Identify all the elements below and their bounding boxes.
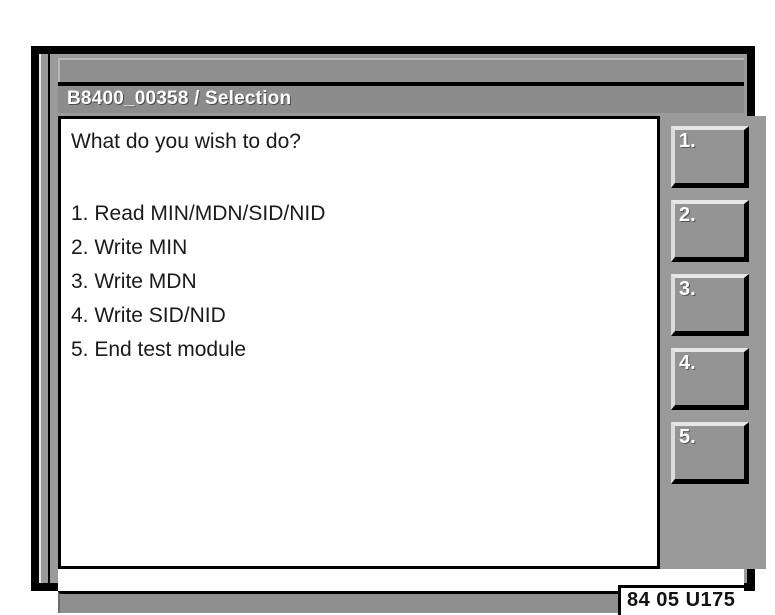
content-inner: What do you wish to do? 1. Read MIN/MDN/…	[61, 119, 657, 566]
menu-item-read-min-mdn-sid-nid[interactable]: 1. Read MIN/MDN/SID/NID	[71, 202, 326, 225]
frame-inner-bezel: B8400_00358 / Selection What do you wish…	[39, 54, 766, 615]
menu-item-end-test-module[interactable]: 5. End test module	[71, 338, 247, 361]
menu-item-write-sid-nid[interactable]: 4. Write SID/NID	[71, 304, 226, 327]
softkey-button-1[interactable]: 1.	[671, 126, 749, 188]
softkey-button-3[interactable]: 3.	[671, 274, 749, 336]
screen-top-strip-shadow	[58, 82, 744, 86]
prompt-question: What do you wish to do?	[71, 130, 301, 153]
softkey-label-3: 3.	[679, 278, 696, 300]
bottom-area: 84 05 U175	[58, 569, 744, 615]
softkey-button-2[interactable]: 2.	[671, 200, 749, 262]
bottom-sunken-strip	[58, 591, 618, 613]
status-bar: 84 05 U175	[618, 585, 744, 615]
softkey-label-1: 1.	[679, 130, 696, 152]
softkey-label-5: 5.	[679, 426, 696, 448]
softkey-button-4[interactable]: 4.	[671, 348, 749, 410]
bottom-white-strip	[58, 569, 744, 591]
softkey-button-5[interactable]: 5.	[671, 422, 749, 484]
screen-top-strip	[58, 58, 744, 82]
menu-item-write-min[interactable]: 2. Write MIN	[71, 236, 188, 259]
page-title: B8400_00358 / Selection	[67, 88, 292, 109]
diagnostic-tester-frame: B8400_00358 / Selection What do you wish…	[31, 46, 766, 615]
menu-list: 1. Read MIN/MDN/SID/NID 2. Write MIN 3. …	[71, 197, 657, 367]
status-code: 84 05 U175	[627, 589, 736, 611]
softkey-label-4: 4.	[679, 352, 696, 374]
softkey-label-2: 2.	[679, 204, 696, 226]
left-bezel-gutter	[39, 54, 50, 583]
content-panel: What do you wish to do? 1. Read MIN/MDN/…	[58, 116, 660, 569]
title-bar: B8400_00358 / Selection	[58, 86, 744, 113]
menu-item-write-mdn[interactable]: 3. Write MDN	[71, 270, 197, 293]
tester-screen: B8400_00358 / Selection What do you wish…	[52, 54, 766, 615]
softkey-panel: 1. 2. 3. 4. 5.	[664, 116, 766, 569]
